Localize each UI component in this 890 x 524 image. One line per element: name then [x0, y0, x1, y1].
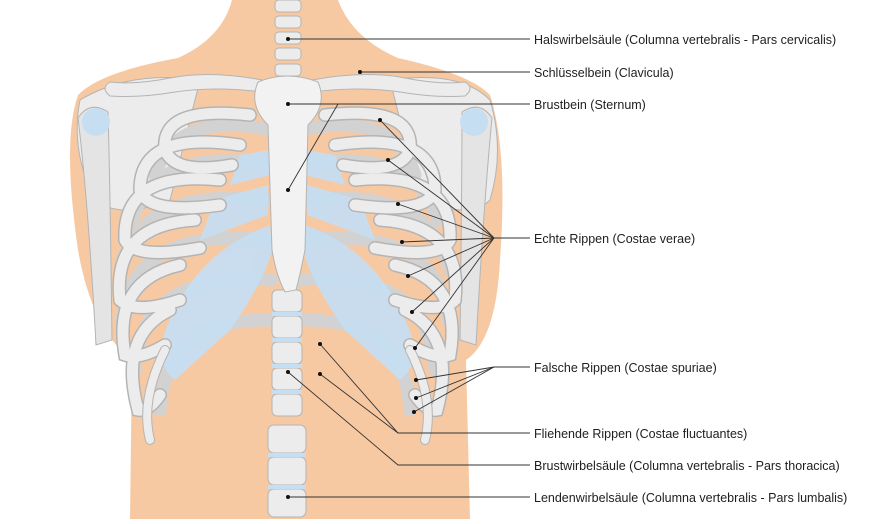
leader-true-rib [414, 237, 495, 349]
leader-false-rib [413, 366, 495, 413]
cervical-vertebra [274, 15, 302, 29]
right-shoulder-joint [460, 108, 488, 136]
label-false-ribs: Falsche Rippen (Costae spuriae) [534, 361, 717, 375]
label-true-ribs: Echte Rippen (Costae verae) [534, 232, 696, 246]
leader-true-rib [411, 237, 495, 313]
label-cervical-spine: Halswirbelsäule (Columna vertebralis - P… [534, 33, 837, 47]
leader-true-rib [387, 159, 495, 239]
label-sternum: Brustbein (Sternum) [534, 98, 646, 112]
thoracic-vertebra [271, 289, 303, 313]
sternum-bone [254, 75, 322, 293]
leader-true-rib [401, 237, 495, 243]
label-floating-ribs: Fliehende Rippen (Costae fluctuantes) [534, 427, 748, 441]
left-clavicle [104, 73, 263, 97]
leader-true-rib [407, 237, 495, 277]
label-clavicle: Schlüsselbein (Clavicula) [534, 66, 674, 80]
right-clavicle [311, 73, 471, 97]
leader-false-rib [415, 366, 495, 381]
lumbar-vertebra [267, 488, 307, 518]
leader-false-rib [415, 366, 495, 399]
leader-thoracic [287, 371, 530, 466]
front-ribs [112, 106, 463, 445]
cervical-vertebra [274, 47, 302, 61]
lumbar-vertebra [267, 424, 307, 454]
leader-true-rib [397, 203, 495, 239]
thoracic-vertebra [271, 393, 303, 417]
label-thoracic-spine: Brustwirbelsäule (Columna vertebralis - … [534, 459, 840, 473]
leader-lines [287, 38, 530, 498]
leader-floating-rib [319, 373, 399, 434]
leader-dots [286, 37, 418, 499]
left-humerus [77, 106, 113, 346]
lumbar-vertebra [267, 456, 307, 486]
vertebral-column [267, 0, 307, 518]
cervical-vertebra [274, 63, 302, 77]
leader-sternum-body [287, 103, 339, 191]
thoracic-vertebra [271, 341, 303, 365]
cervical-vertebra [274, 0, 302, 13]
thoracic-vertebra [271, 315, 303, 339]
costal-cartilage [161, 150, 414, 380]
label-lumbar-spine: Lendenwirbelsäule (Columna vertebralis -… [534, 491, 848, 505]
left-shoulder-joint [82, 108, 110, 136]
leader-true-rib [379, 119, 495, 239]
